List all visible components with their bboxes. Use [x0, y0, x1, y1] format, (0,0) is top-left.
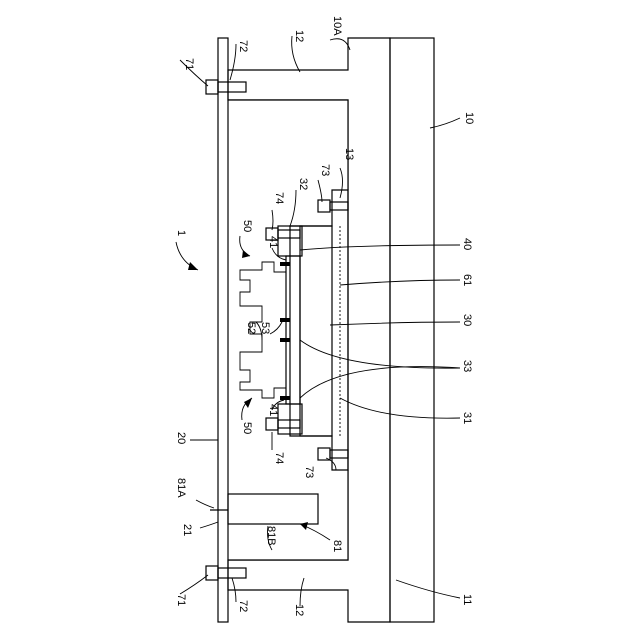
label-61: 61 — [461, 274, 473, 286]
label-81: 81 — [331, 540, 343, 552]
label-33: 33 — [461, 360, 473, 372]
label-31: 31 — [461, 412, 473, 424]
label-41-bottom: 41 — [267, 404, 279, 416]
label-30: 30 — [461, 314, 473, 326]
label-12-bottom: 12 — [293, 604, 305, 616]
label-13: 13 — [343, 148, 355, 160]
label-32: 32 — [297, 178, 309, 190]
label-10: 10 — [463, 112, 475, 124]
label-74-top: 74 — [273, 192, 285, 204]
arrow-1 — [176, 242, 198, 270]
label-74-bottom: 74 — [273, 452, 285, 464]
label-50-top: 50 — [241, 220, 253, 232]
label-73-top: 73 — [319, 164, 331, 176]
screw-71-bottom — [206, 566, 246, 580]
label-11: 11 — [461, 594, 473, 605]
cover-plate-20 — [218, 38, 228, 622]
label-81a: 81A — [175, 478, 187, 498]
label-72-top: 72 — [237, 40, 249, 52]
screw-71-top — [206, 80, 246, 94]
label-50-bottom: 50 — [241, 422, 253, 434]
label-71-bottom: 71 — [175, 594, 187, 606]
label-73-bottom: 73 — [303, 466, 315, 478]
label-1: 1 — [175, 230, 187, 236]
label-21: 21 — [181, 524, 193, 536]
label-10a: 10A — [331, 16, 343, 36]
base-plate-10 — [390, 38, 434, 622]
label-40: 40 — [461, 238, 473, 250]
label-53: 53 — [259, 322, 271, 334]
label-71-top: 71 — [183, 58, 195, 70]
label-72-bottom: 72 — [237, 600, 249, 612]
label-52: 52 — [245, 322, 257, 334]
label-12-top: 12 — [293, 30, 305, 42]
label-20: 20 — [175, 432, 187, 444]
label-41-top: 41 — [267, 236, 279, 248]
label-81b: 81B — [265, 526, 277, 546]
